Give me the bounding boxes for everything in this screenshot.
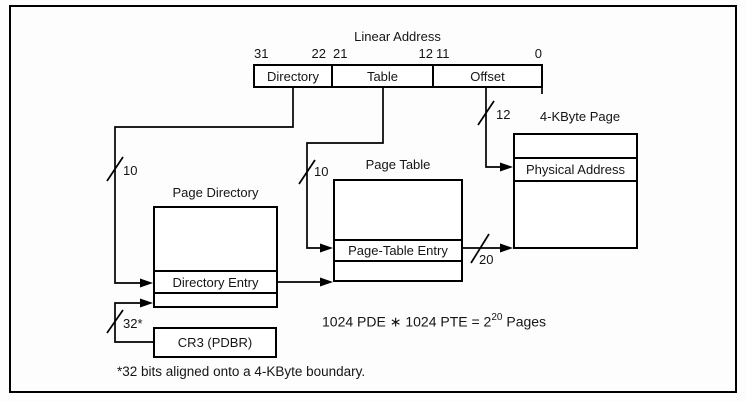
directory-entry-row: Directory Entry <box>155 270 276 294</box>
footnote: *32 bits aligned onto a 4-KByte boundary… <box>117 364 366 379</box>
bus-width-offset: 12 <box>496 107 511 122</box>
linear-address-field-directory: Directory <box>266 68 319 84</box>
bit-label-31: 31 <box>254 46 269 61</box>
bus-width-cr3: 32* <box>123 316 143 331</box>
bit-label-0: 0 <box>534 46 542 61</box>
physical-address-row: Physical Address <box>515 157 636 182</box>
bit-label-11: 11 <box>436 46 450 61</box>
page-title: 4-KByte Page <box>539 109 621 124</box>
bit-label-12: 12 <box>418 46 433 61</box>
bit-label-22: 22 <box>311 46 326 61</box>
cr3-box: CR3 (PDBR) <box>153 327 277 358</box>
bit-label-21: 21 <box>333 46 348 61</box>
bus-width-directory: 10 <box>123 163 138 178</box>
linear-address-field-offset: Offset <box>432 66 541 86</box>
page-directory-title: Page Directory <box>172 185 259 200</box>
page-directory-box: Directory Entry <box>153 206 278 308</box>
bus-width-table: 10 <box>314 164 329 179</box>
bus-width-pte: 20 <box>479 252 494 267</box>
equation-exponent: 20 <box>491 312 503 323</box>
equation-prefix: 1024 PDE ∗ 1024 PTE = 2 <box>322 313 492 330</box>
linear-address-box: Directory Table Offset <box>253 64 543 88</box>
page-box: Physical Address <box>513 133 638 249</box>
pde-pte-equation: 1024 PDE ∗ 1024 PTE = 220 Pages <box>322 312 547 331</box>
linear-address-field-table: Table <box>331 66 432 86</box>
linear-address-title: Linear Address <box>354 29 441 44</box>
equation-suffix: Pages <box>502 313 547 330</box>
page-table-box: Page-Table Entry <box>333 179 463 282</box>
page-table-title: Page Table <box>365 157 431 172</box>
page-table-entry-row: Page-Table Entry <box>335 239 461 262</box>
